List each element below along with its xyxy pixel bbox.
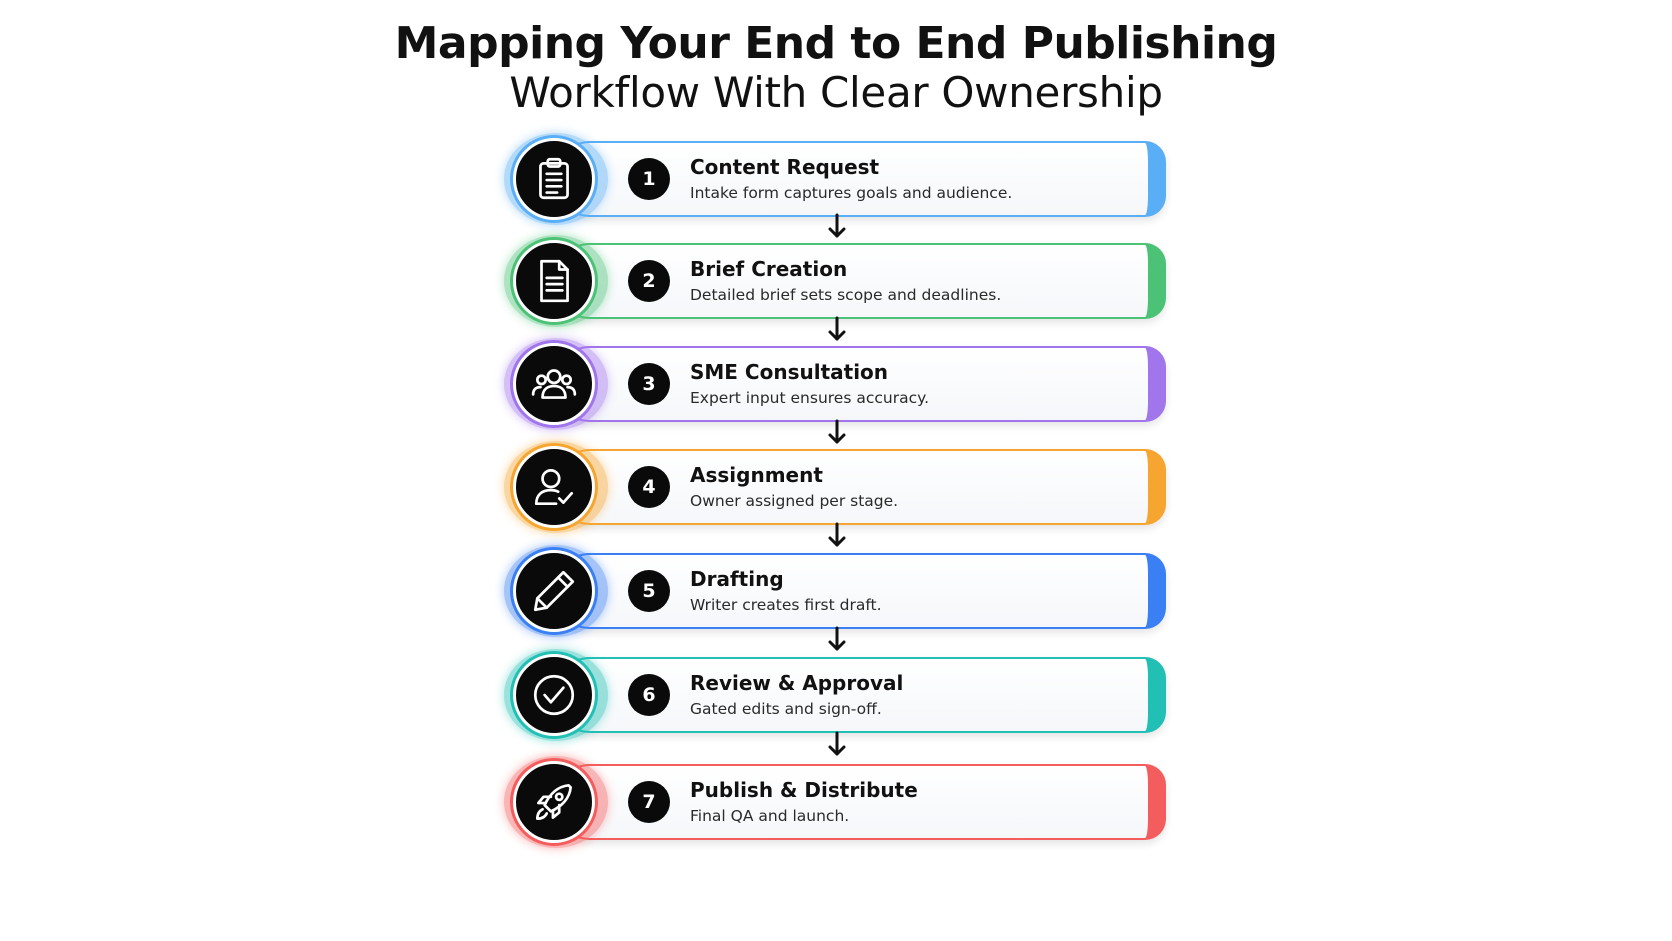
- workflow-step-5: 5 Drafting Writer creates first draft.: [504, 545, 1168, 637]
- step-title: Drafting: [690, 567, 784, 591]
- workflow-step-6: 6 Review & Approval Gated edits and sign…: [504, 649, 1168, 741]
- step-title: Publish & Distribute: [690, 778, 918, 802]
- down-arrow-icon: [826, 213, 848, 239]
- step-description: Writer creates first draft.: [690, 596, 882, 614]
- step-number: 3: [628, 363, 670, 405]
- rocket-icon: [535, 783, 573, 821]
- icon-badge: [513, 138, 595, 220]
- down-arrow-icon: [826, 522, 848, 548]
- icon-badge: [513, 550, 595, 632]
- step-description: Detailed brief sets scope and deadlines.: [690, 286, 1002, 304]
- step-number: 2: [628, 260, 670, 302]
- step-description: Final QA and launch.: [690, 807, 850, 825]
- workflow-step-2: 2 Brief Creation Detailed brief sets sco…: [504, 235, 1168, 327]
- down-arrow-icon: [826, 419, 848, 445]
- page-subtitle: Workflow With Clear Ownership: [509, 68, 1163, 117]
- clipboard-icon: [539, 157, 569, 200]
- workflow-step-3: 3 SME Consultation Expert input ensures …: [504, 338, 1168, 430]
- workflow-step-7: 7 Publish & Distribute Final QA and laun…: [504, 756, 1168, 848]
- icon-badge: [513, 446, 595, 528]
- icon-badge: [513, 343, 595, 425]
- workflow-step-1: 1 Content Request Intake form captures g…: [504, 133, 1168, 225]
- icon-badge: [513, 761, 595, 843]
- icon-badge: [513, 240, 595, 322]
- step-title: Content Request: [690, 155, 880, 179]
- step-title: Brief Creation: [690, 257, 848, 281]
- check-circle-icon: [533, 674, 575, 716]
- document-icon: [540, 259, 569, 303]
- down-arrow-icon: [826, 731, 848, 757]
- step-description: Expert input ensures accuracy.: [690, 389, 929, 407]
- user-check-icon: [534, 468, 574, 506]
- step-title: Review & Approval: [690, 671, 904, 695]
- down-arrow-icon: [826, 626, 848, 652]
- group-users-icon: [531, 369, 577, 399]
- workflow-step-4: 4 Assignment Owner assigned per stage.: [504, 441, 1168, 533]
- step-number: 7: [628, 781, 670, 823]
- step-number: 5: [628, 570, 670, 612]
- step-number: 6: [628, 674, 670, 716]
- pencil-icon: [533, 570, 575, 612]
- step-description: Owner assigned per stage.: [690, 492, 899, 510]
- step-number: 1: [628, 158, 670, 200]
- step-title: Assignment: [690, 463, 823, 487]
- icon-badge: [513, 654, 595, 736]
- step-description: Gated edits and sign-off.: [690, 700, 882, 718]
- step-description: Intake form captures goals and audience.: [690, 184, 1013, 202]
- down-arrow-icon: [826, 316, 848, 342]
- page-title: Mapping Your End to End Publishing: [394, 18, 1278, 69]
- step-number: 4: [628, 466, 670, 508]
- step-title: SME Consultation: [690, 360, 889, 384]
